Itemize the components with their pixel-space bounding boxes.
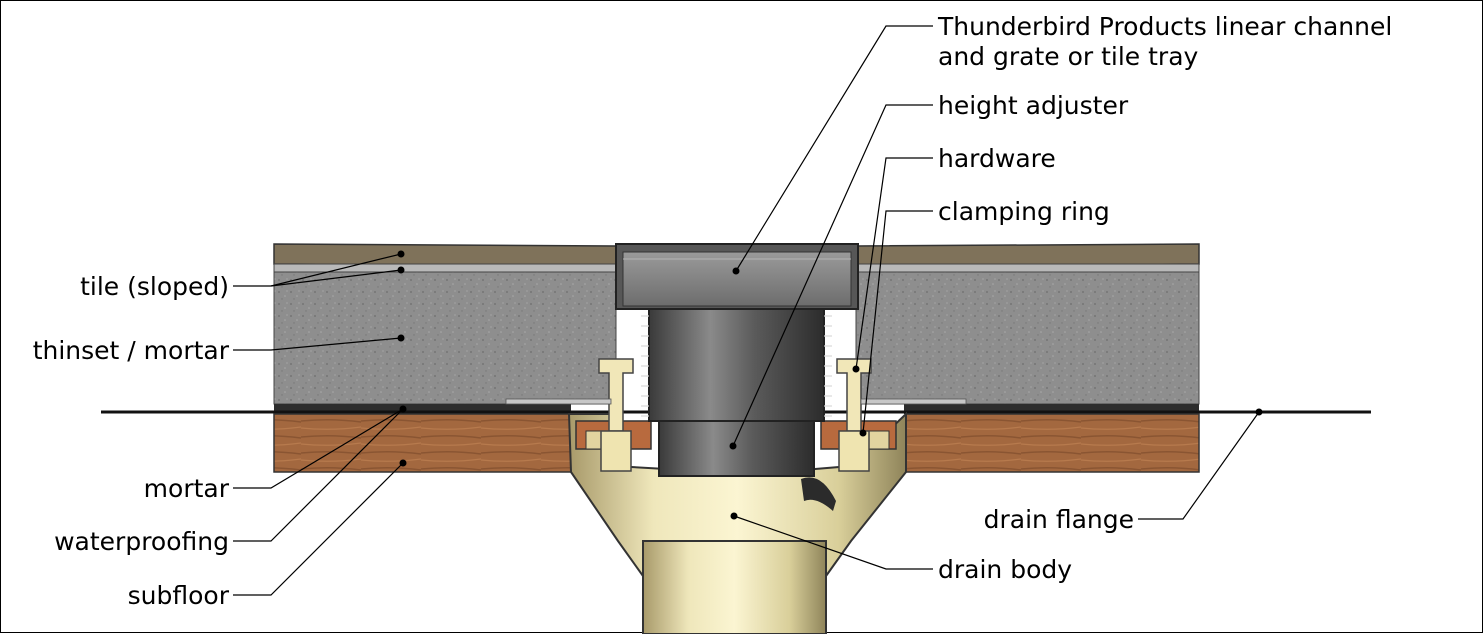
labels: Thunderbird Products linear channel and … [33, 12, 1393, 610]
label-channel-line1: Thunderbird Products linear channel [937, 12, 1392, 41]
channel-grate-shape [615, 243, 859, 310]
thinset-layer [273, 271, 1200, 405]
leader-tile-2 [270, 269, 402, 287]
hardware-bolts [598, 358, 872, 472]
leader-drain-flange [1138, 411, 1260, 520]
leader-height-adjuster [732, 104, 933, 447]
leader-hardware [855, 157, 933, 370]
subfloor-layer [273, 413, 1200, 473]
label-clamping-ring: clamping ring [938, 197, 1110, 226]
label-tile: tile (sloped) [80, 272, 229, 301]
leader-subfloor [233, 462, 404, 596]
drain-body-shape [567, 411, 907, 634]
leader-waterproofing [233, 408, 404, 542]
label-thinset: thinset / mortar [33, 336, 230, 365]
mortar-layer [274, 404, 1199, 414]
leader-mortar [233, 408, 404, 489]
leader-channel [735, 25, 933, 272]
leader-clamping-ring [862, 210, 933, 434]
height-adjuster-shape [641, 300, 832, 477]
label-waterproofing: waterproofing [54, 527, 229, 556]
leader-thinset [233, 337, 402, 351]
label-subfloor: subfloor [128, 581, 230, 610]
label-height-adjuster: height adjuster [938, 91, 1129, 120]
label-drain-flange: drain flange [984, 505, 1134, 534]
leader-drain-body [733, 515, 933, 570]
label-drain-body: drain body [938, 555, 1072, 584]
label-channel-line2: and grate or tile tray [938, 42, 1199, 71]
label-mortar: mortar [144, 474, 230, 503]
leader-dots [397, 250, 1263, 520]
leader-lines [233, 25, 1260, 596]
label-hardware: hardware [938, 144, 1056, 173]
